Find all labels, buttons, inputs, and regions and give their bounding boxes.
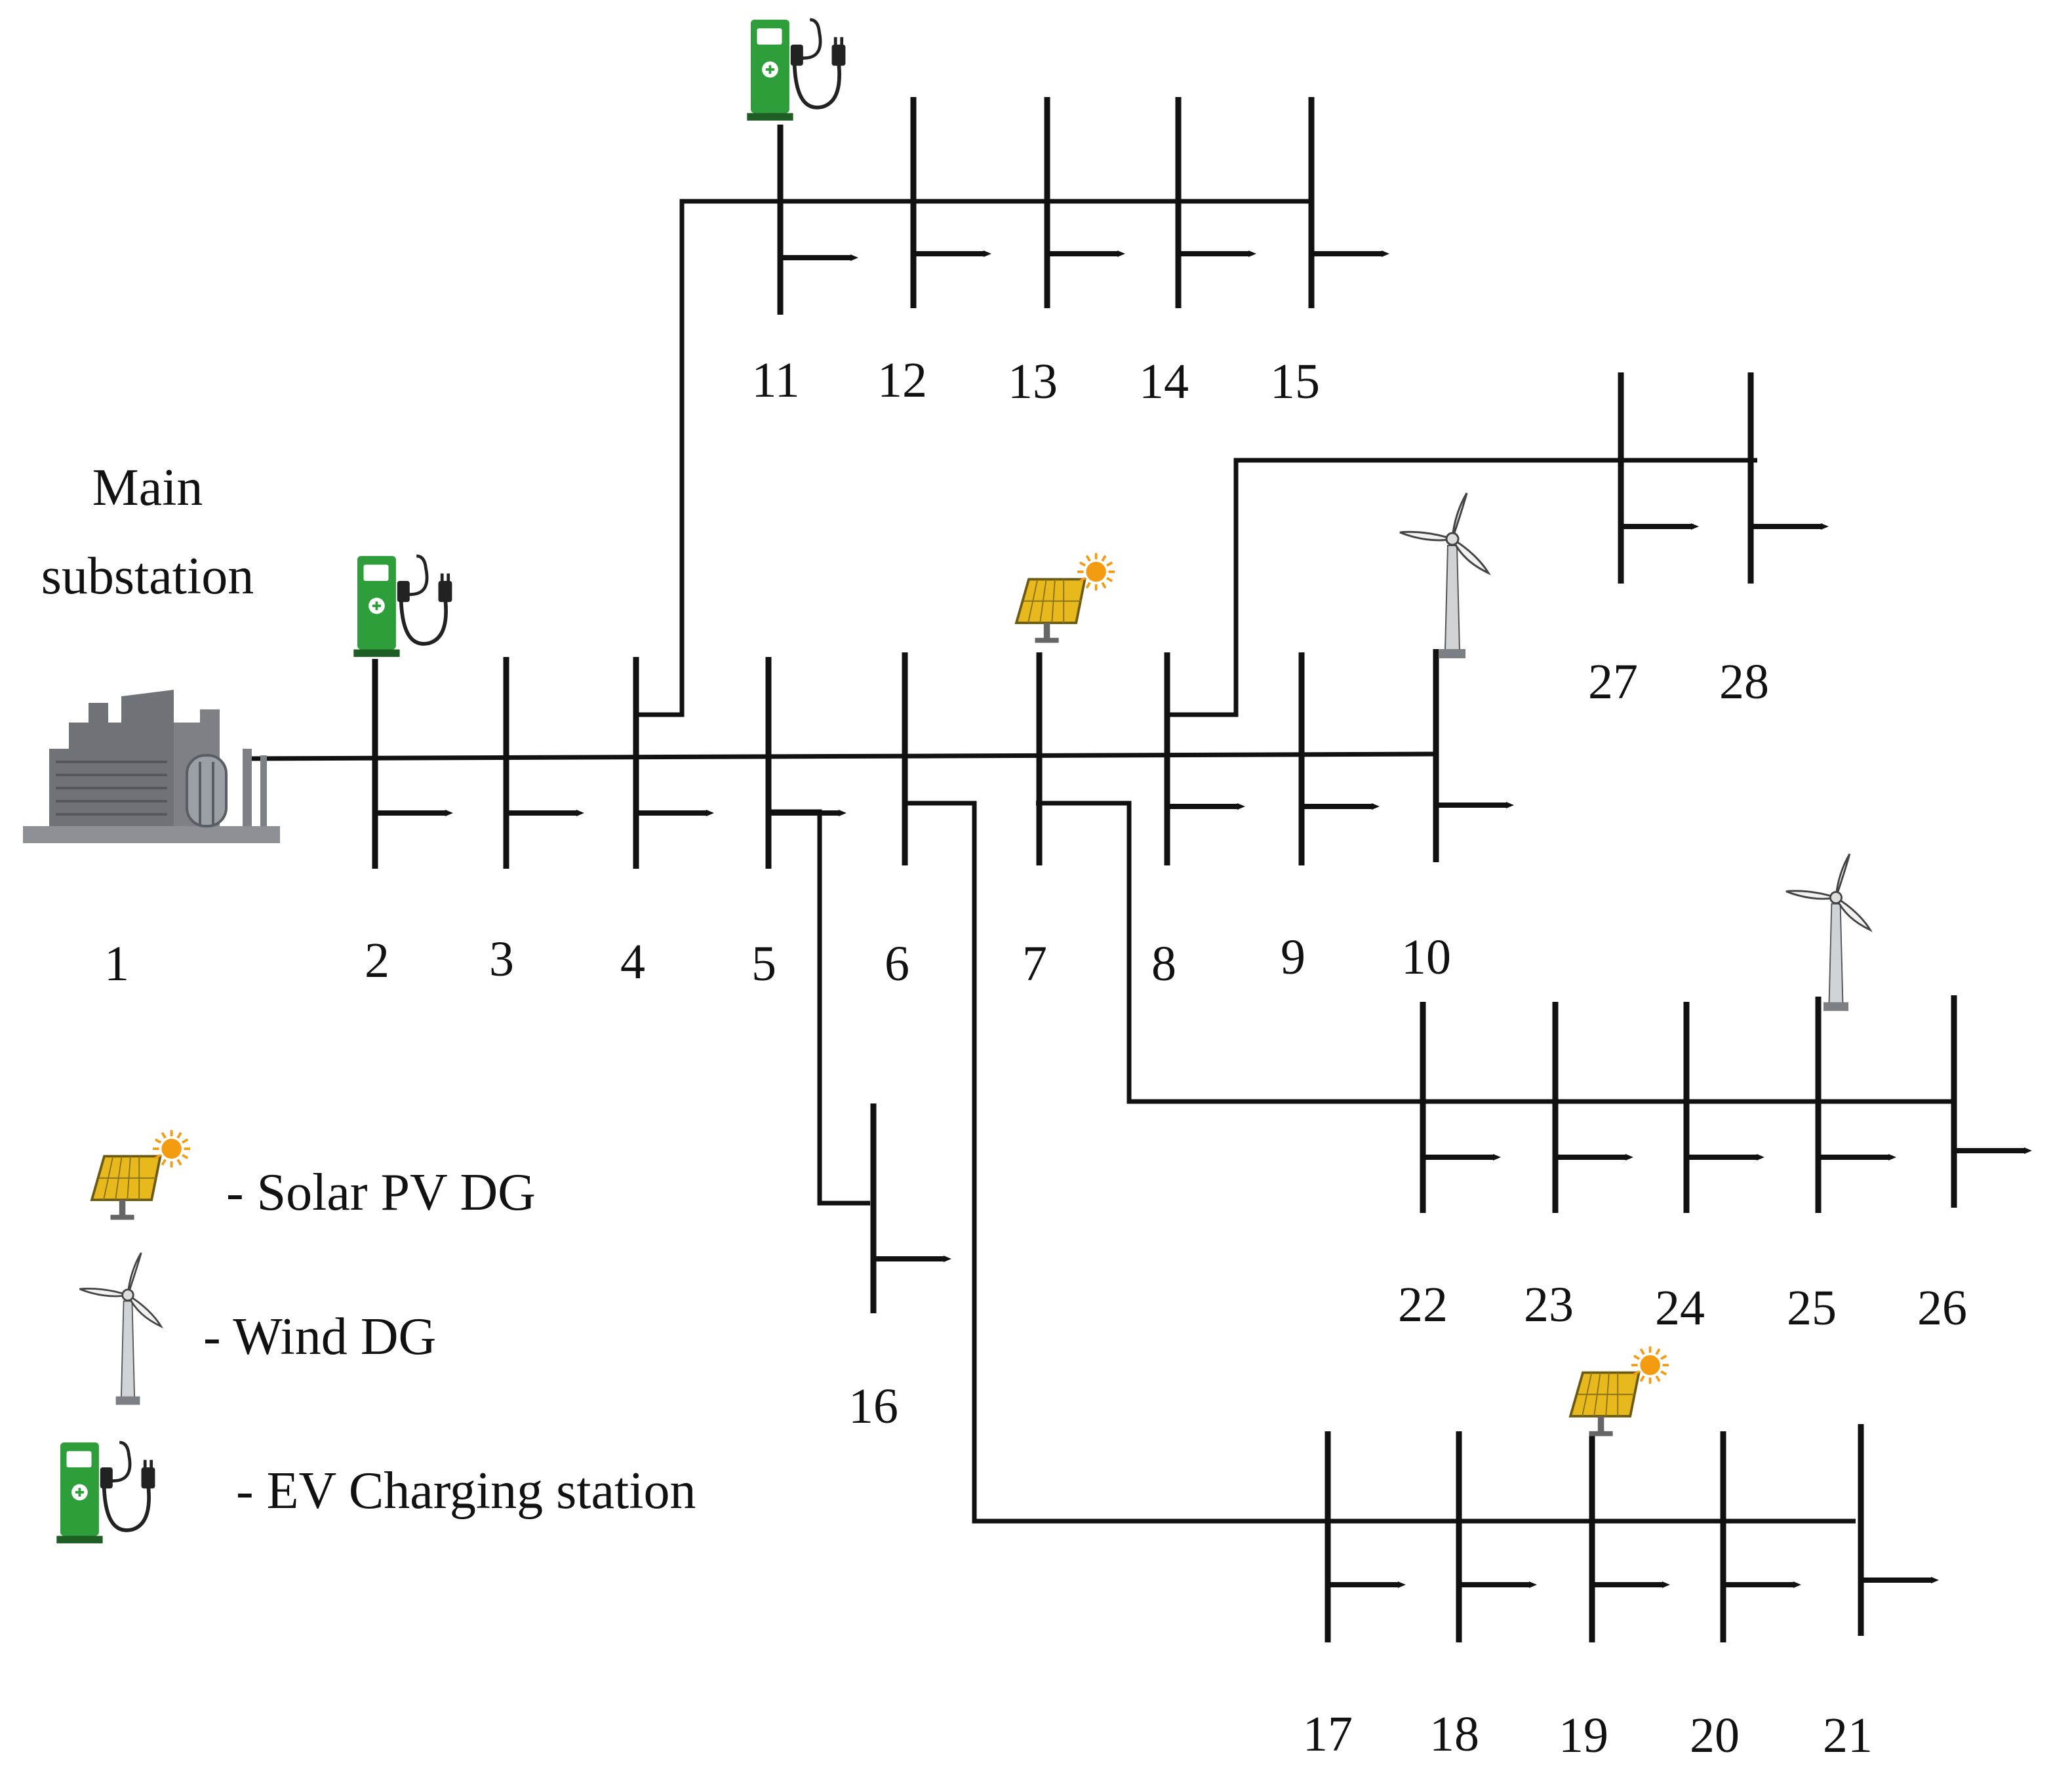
bus-label-3: 3	[489, 932, 514, 987]
feeder-lines	[249, 199, 1954, 1524]
legend-wind-label: - Wind DG	[203, 1308, 436, 1366]
bus-label-2: 2	[365, 933, 389, 988]
bus-label-12: 12	[877, 353, 927, 408]
feeder-line-lateral-4-11	[636, 199, 1311, 717]
bus-label-27: 27	[1588, 654, 1638, 709]
bus-label-6: 6	[885, 936, 909, 991]
bus-label-26: 26	[1917, 1280, 1967, 1336]
bus-label-14: 14	[1139, 354, 1189, 409]
bus-label-5: 5	[751, 936, 776, 991]
wind-turbine-icon-bus-10	[1399, 492, 1491, 658]
bus-label-20: 20	[1690, 1708, 1740, 1763]
bus-label-19: 19	[1559, 1708, 1608, 1763]
solar-panel-icon-bus-19	[1568, 1346, 1669, 1437]
substation-building-icon	[23, 690, 280, 843]
substation-title-line2: substation	[41, 547, 254, 605]
bus-label-24: 24	[1655, 1280, 1705, 1336]
bus-label-22: 22	[1398, 1277, 1448, 1332]
device-icons	[23, 18, 1873, 1543]
ev-charger-icon-bus-2	[353, 554, 452, 657]
feeder-line-main-feeder	[249, 751, 1437, 761]
bus-label-11: 11	[751, 353, 799, 408]
bus-label-1: 1	[104, 936, 129, 991]
legend-ev-label: - EV Charging station	[236, 1462, 696, 1520]
bus-bars	[372, 97, 1957, 1642]
bus-label-28: 28	[1719, 654, 1769, 709]
feeder-line-lateral-6-17	[905, 801, 1856, 1524]
feeder-line-lateral-7-22	[1036, 801, 1954, 1104]
wind-turbine-icon-bus-25	[1785, 853, 1873, 1011]
bus-label-10: 10	[1401, 930, 1451, 985]
bus-label-4: 4	[620, 934, 645, 989]
bus-label-17: 17	[1303, 1707, 1353, 1762]
solar-panel-icon-legend	[90, 1130, 191, 1220]
substation-title-line1: Main	[92, 459, 203, 517]
feeder-line-lateral-5-16	[768, 809, 870, 1206]
bus-label-21: 21	[1823, 1708, 1873, 1763]
bus-label-18: 18	[1429, 1707, 1479, 1762]
wind-turbine-icon-legend	[79, 1252, 164, 1405]
bus-label-16: 16	[848, 1379, 898, 1434]
solar-panel-icon-bus-7	[1014, 553, 1115, 643]
load-arrows	[375, 250, 2032, 1588]
bus-label-7: 7	[1022, 936, 1047, 991]
bus-label-13: 13	[1008, 354, 1058, 409]
ev-charger-icon-legend	[56, 1440, 155, 1543]
bus-label-23: 23	[1524, 1277, 1574, 1332]
ev-charger-icon-bus-11	[747, 18, 846, 121]
bus-label-8: 8	[1151, 936, 1176, 991]
bus-label-15: 15	[1270, 354, 1320, 409]
bus-label-25: 25	[1787, 1280, 1837, 1336]
feeder-line-lateral-8-27	[1167, 458, 1757, 717]
bus-label-9: 9	[1281, 930, 1305, 985]
legend-solar-label: - Solar PV DG	[226, 1164, 536, 1221]
